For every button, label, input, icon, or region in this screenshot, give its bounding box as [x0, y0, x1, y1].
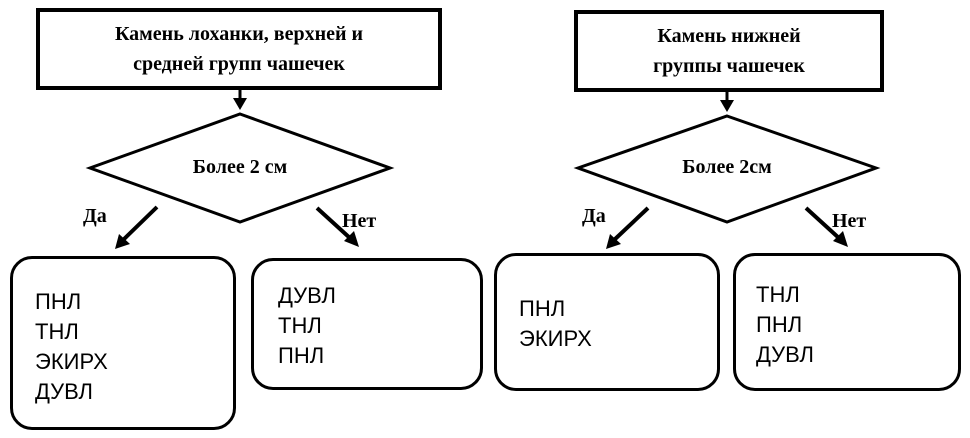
left-no-label: Нет [342, 210, 377, 232]
right-header-arrowhead [720, 100, 734, 112]
left-yes-label: Да [83, 205, 107, 227]
list-item: ДУВЛ [756, 342, 814, 367]
right-yes-label: Да [582, 205, 606, 227]
right-header-line-1: Камень нижней [657, 25, 801, 47]
left-no-result-box: ДУВЛ ТНЛ ПНЛ [251, 258, 483, 390]
left-no-arrow-line [315, 206, 353, 241]
right-yes-result-list: ПНЛ ЭКИРХ [519, 294, 592, 354]
right-yes-result-box: ПНЛ ЭКИРХ [494, 253, 720, 391]
list-item: ДУВЛ [35, 379, 93, 404]
list-item: ПНЛ [35, 289, 82, 314]
list-item: ТНЛ [35, 319, 79, 344]
left-decision-text: Более 2 см [192, 156, 288, 178]
list-item: ПНЛ [756, 312, 803, 337]
left-no-result-list: ДУВЛ ТНЛ ПНЛ [278, 281, 336, 371]
list-item: ПНЛ [519, 296, 566, 321]
right-no-label: Нет [832, 210, 867, 232]
list-item: ТНЛ [756, 282, 800, 307]
right-decision-diamond [573, 114, 881, 224]
list-item: ЭКИРХ [519, 326, 592, 351]
right-yes-arrow-line [611, 206, 650, 243]
right-header-box: Камень нижней группы чашечек [574, 10, 884, 92]
left-no-arrowhead [344, 231, 359, 247]
left-decision-diamond [85, 112, 395, 224]
list-item: ПНЛ [278, 343, 325, 368]
right-no-result-list: ТНЛ ПНЛ ДУВЛ [756, 280, 814, 370]
left-header-line-2: средней групп чашечек [133, 53, 345, 75]
right-header-line-2: группы чашечек [653, 55, 805, 77]
left-yes-result-list: ПНЛ ТНЛ ЭКИРХ ДУВЛ [35, 287, 108, 407]
left-yes-arrowhead [115, 234, 130, 249]
left-header-box: Камень лоханки, верхней и средней групп … [36, 8, 442, 90]
right-no-result-box: ТНЛ ПНЛ ДУВЛ [733, 253, 961, 391]
left-yes-arrow-line [120, 205, 159, 243]
left-header-line-1: Камень лоханки, верхней и [114, 23, 364, 45]
left-header-arrowhead [233, 98, 247, 110]
right-no-arrowhead [833, 231, 848, 247]
right-no-arrow-line [804, 206, 842, 241]
right-yes-arrowhead [606, 234, 621, 249]
list-item: ТНЛ [278, 313, 322, 338]
right-decision-text: Более 2см [682, 156, 772, 178]
left-yes-result-box: ПНЛ ТНЛ ЭКИРХ ДУВЛ [10, 256, 236, 430]
list-item: ДУВЛ [278, 283, 336, 308]
list-item: ЭКИРХ [35, 349, 108, 374]
